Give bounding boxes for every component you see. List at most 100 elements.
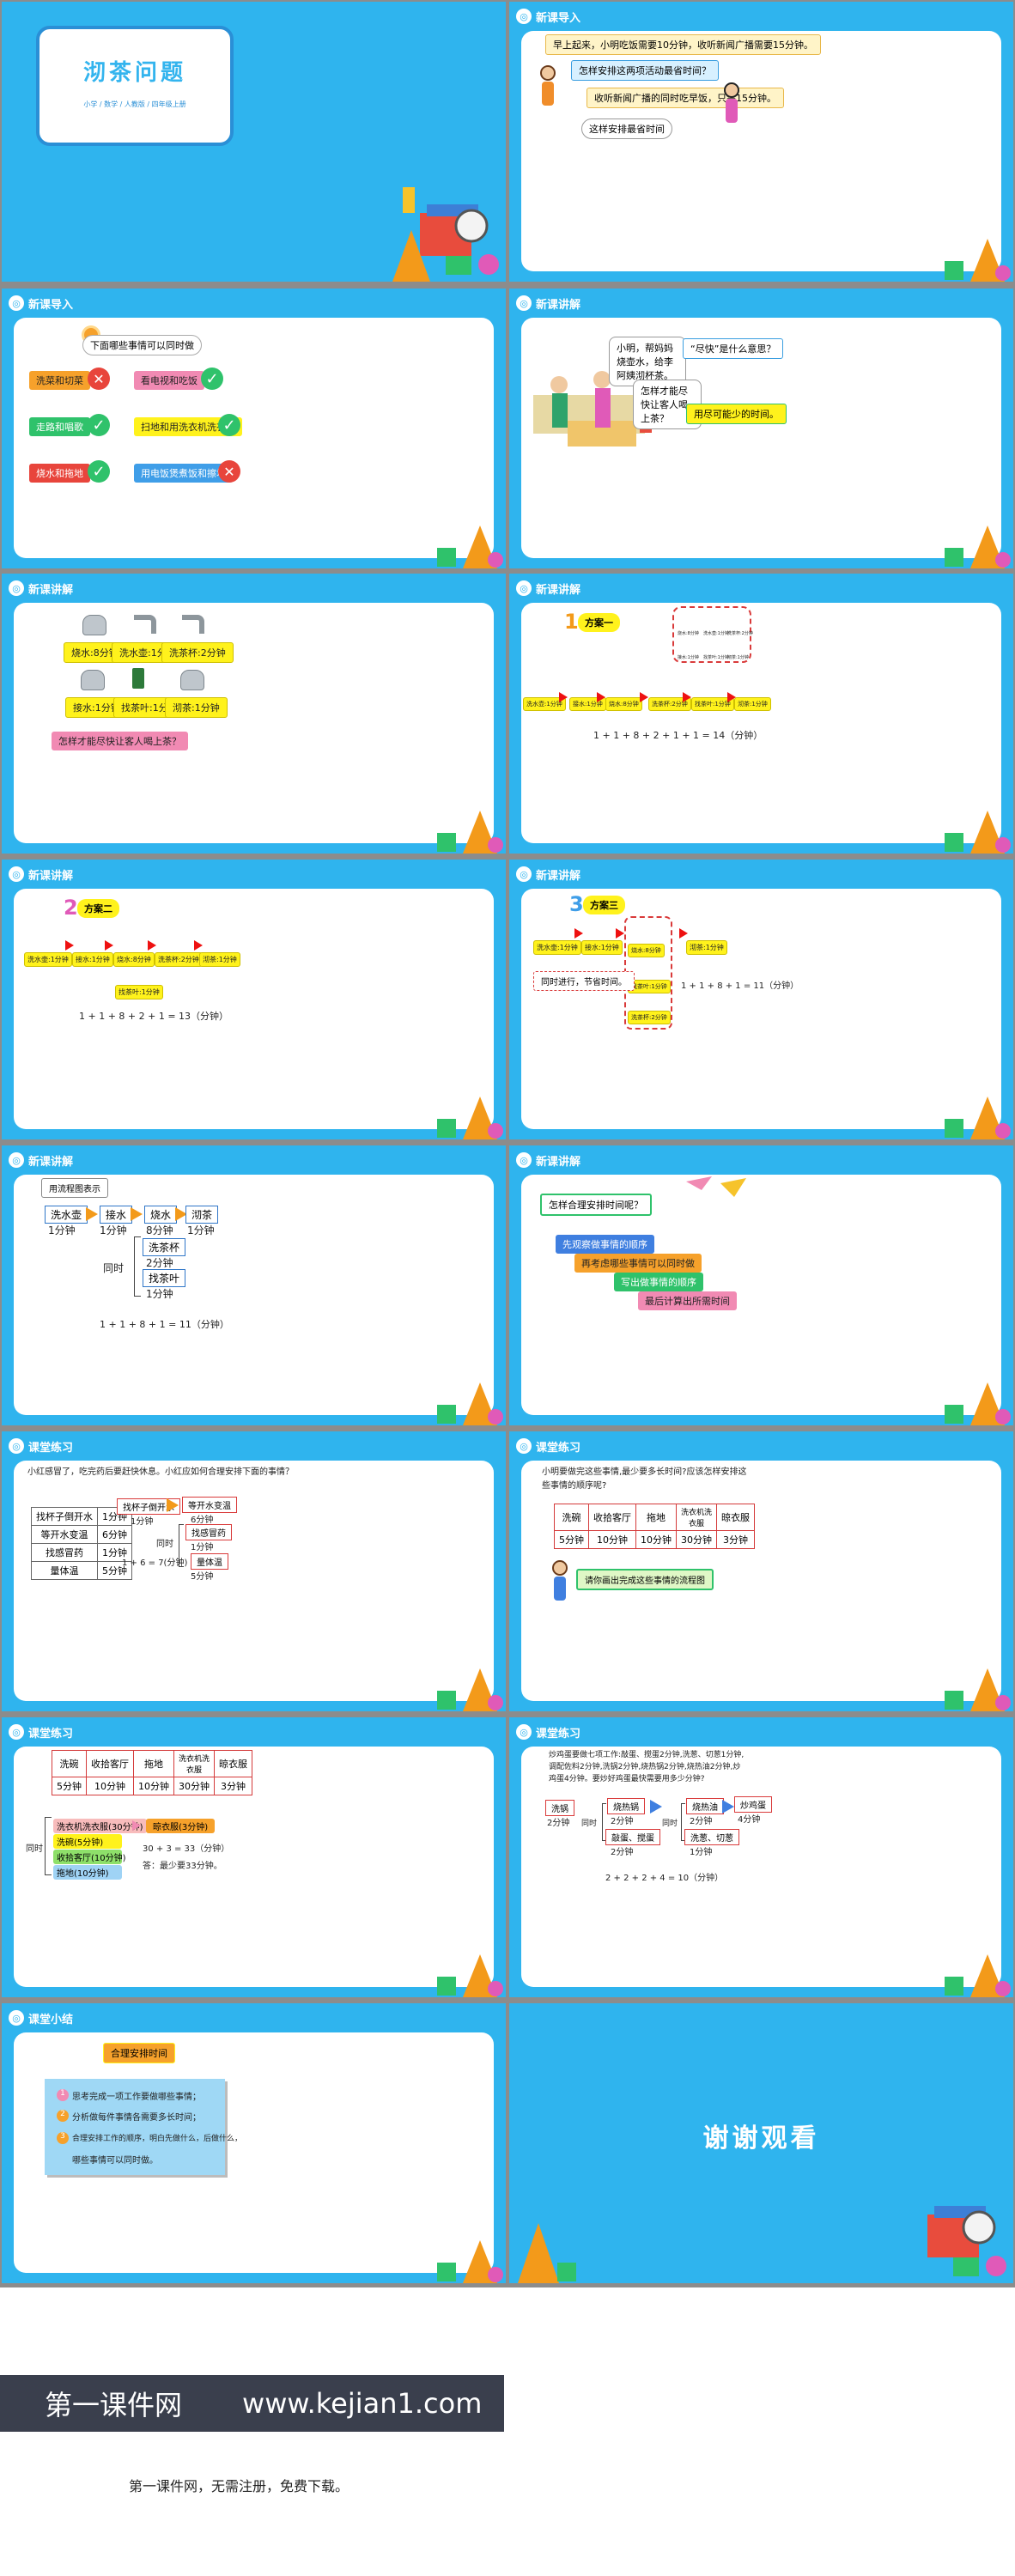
equation: 1 + 1 + 8 + 2 + 1 + 1 = 14（分钟） <box>593 730 763 741</box>
flow-node: 洗锅 <box>545 1800 574 1816</box>
arrow-icon <box>148 940 156 951</box>
arrow-icon <box>650 1800 662 1814</box>
same-time-label: 同时 <box>581 1820 598 1828</box>
table-cell: 拖地 <box>133 1750 174 1777</box>
question-text: 小红感冒了，吃完药后要赶快休息。小红应如何合理安排下面的事情？ <box>27 1467 294 1477</box>
table-cell: 10分钟 <box>133 1777 174 1795</box>
flow-time: 8分钟 <box>146 1224 173 1236</box>
flow-time: 1分钟 <box>146 1288 173 1300</box>
same-time-label: 同时 <box>103 1262 125 1274</box>
plan-title: 方案一 <box>578 613 620 632</box>
arrow-icon <box>167 1498 179 1512</box>
badge-icon: ◎ <box>516 580 532 596</box>
flow-time: 2分钟 <box>611 1848 634 1857</box>
slide-flowchart: ◎新课讲解 用流程图表示 洗水壶 1分钟 接水 1分钟 烧水 8分钟 沏茶 1分… <box>2 1145 506 1425</box>
flow-time: 1分钟 <box>100 1224 127 1236</box>
badge-icon: ◎ <box>9 866 24 882</box>
slide-summary: ◎课堂小结 合理安排时间 1 思考完成一项工作要做哪些事情； 2 分析做每件事情… <box>2 2003 506 2283</box>
method-step: 先观察做事情的顺序 <box>556 1235 654 1254</box>
activity-label: 洗菜和切菜 <box>29 371 90 390</box>
flow-node: 烧水 <box>144 1206 178 1224</box>
task-bar: 洗碗(5分钟) <box>53 1834 122 1849</box>
table-cell: 10分钟 <box>635 1530 677 1549</box>
plan-number: 3 <box>569 892 584 916</box>
badge-icon: ◎ <box>9 2010 24 2026</box>
table-header-row: 洗碗收拾客厅拖地洗衣机洗衣服晾衣服 <box>554 1504 755 1531</box>
corner-decoration <box>945 526 1011 568</box>
arrow-icon <box>131 1207 143 1221</box>
prompt-title: 下面哪些事情可以同时做 <box>82 335 202 355</box>
badge-label: 新课讲解 <box>536 1155 581 1169</box>
badge-label: 新课导入 <box>28 298 74 312</box>
content-card: 烧水:8分钟 洗水壶:1分钟 洗茶杯:2分钟 接水:1分钟 找茶叶:1分钟 沏茶… <box>14 603 494 843</box>
summary-panel: 1 思考完成一项工作要做哪些事情； 2 分析做每件事情各需要多长时间； 3 合理… <box>45 2079 242 2175</box>
flow-node: 等开水变温 <box>182 1497 237 1513</box>
table-cell: 3分钟 <box>716 1530 755 1549</box>
table-cell: 收拾客厅 <box>588 1504 636 1531</box>
flow-bracket <box>45 1817 52 1875</box>
check-icon: ✓ <box>201 368 223 390</box>
badge-label: 新课讲解 <box>536 583 581 597</box>
question-text: 小明要做完这些事情,最少要多长时间?应该怎样安排这 <box>542 1467 747 1477</box>
number-icon: 2 <box>57 2110 69 2122</box>
table-cell: 拖地 <box>635 1504 677 1531</box>
flow-node: 洗水壶 <box>45 1206 88 1224</box>
badge-label: 新课讲解 <box>28 869 74 883</box>
corner-decoration <box>437 2240 503 2283</box>
cross-icon: ✕ <box>218 460 240 483</box>
bubble-text: 怎样才能尽快让客人喝上茶？ <box>641 386 688 424</box>
content-card: 怎样合理安排时间呢？ 先观察做事情的顺序 再考虑哪些事情可以同时做 写出做事情的… <box>521 1175 1001 1415</box>
kettle-icon <box>82 615 106 635</box>
section-badge: ◎新课讲解 <box>516 865 580 884</box>
teapot-icon <box>180 670 204 690</box>
answer-label: 用尽可能少的时间。 <box>686 404 787 424</box>
step-label: 洗茶杯:2分钟 <box>628 1011 671 1024</box>
plan-title: 方案二 <box>77 899 119 918</box>
badge-label: 新课讲解 <box>536 869 581 883</box>
corner-decoration <box>437 1668 503 1711</box>
step-label: 找茶叶:1分钟 <box>115 985 163 999</box>
table-cell: 5分钟 <box>52 1777 87 1795</box>
badge-icon: ◎ <box>9 295 24 311</box>
task-bar: 拖地(10分钟) <box>53 1865 122 1880</box>
method-step: 最后计算出所需时间 <box>638 1291 737 1310</box>
badge-label: 新课讲解 <box>28 583 74 597</box>
table-cell: 洗衣机洗衣服 <box>173 1750 215 1777</box>
step-label: 沏茶:1分钟 <box>199 952 240 967</box>
footer-url[interactable]: www.kejian1.com <box>242 2387 483 2420</box>
flow-bracket <box>602 1803 606 1841</box>
same-time-label: 同时 <box>662 1820 678 1828</box>
flow-time: 1分钟 <box>191 1543 214 1552</box>
method-step: 再考虑哪些事情可以同时做 <box>574 1254 702 1273</box>
flow-time: 1分钟 <box>48 1224 76 1236</box>
activity-label: 烧水和拖地 <box>29 464 90 483</box>
section-badge: ◎新课讲解 <box>9 579 73 598</box>
flow-node: 洗茶杯 <box>143 1238 186 1256</box>
question-label: 怎样才能尽快让客人喝上茶？ <box>52 732 188 750</box>
equation: 30 + 3 = 33（分钟） <box>143 1844 230 1854</box>
table-cell: 30分钟 <box>676 1530 717 1549</box>
table-cell: 晾衣服 <box>214 1750 252 1777</box>
flow-bracket <box>134 1236 141 1297</box>
flow-time: 4分钟 <box>738 1815 761 1825</box>
step-label: 洗茶杯:2分钟 <box>155 952 203 967</box>
equation: 1 + 1 + 8 + 1 = 11（分钟） <box>681 981 799 991</box>
question-bubble: 怎样安排这两项活动最省时间？ <box>571 60 719 81</box>
grid-label: 沏茶:1分钟 <box>727 655 749 660</box>
badge-icon: ◎ <box>516 1724 532 1740</box>
content-card: 早上起来，小明吃饭需要10分钟，收听新闻广播需要15分钟。 怎样安排这两项活动最… <box>521 31 1001 271</box>
table-header-row: 洗碗收拾客厅拖地洗衣机洗衣服晾衣服 <box>52 1750 252 1777</box>
content-card: 合理安排时间 1 思考完成一项工作要做哪些事情； 2 分析做每件事情各需要多长时… <box>14 2032 494 2273</box>
flow-node: 烧热锅 <box>607 1798 645 1814</box>
equation: 1 + 1 + 8 + 2 + 1 = 13（分钟） <box>79 1011 229 1022</box>
flow-time: 2分钟 <box>690 1817 713 1826</box>
section-badge: ◎新课讲解 <box>516 1151 580 1170</box>
flow-bracket <box>179 1524 184 1567</box>
table-cell: 洗碗 <box>52 1750 87 1777</box>
corner-decoration <box>945 811 1011 854</box>
slide-thanks: 谢谢观看 <box>509 2003 1013 2283</box>
corner-decoration <box>945 1097 1011 1139</box>
